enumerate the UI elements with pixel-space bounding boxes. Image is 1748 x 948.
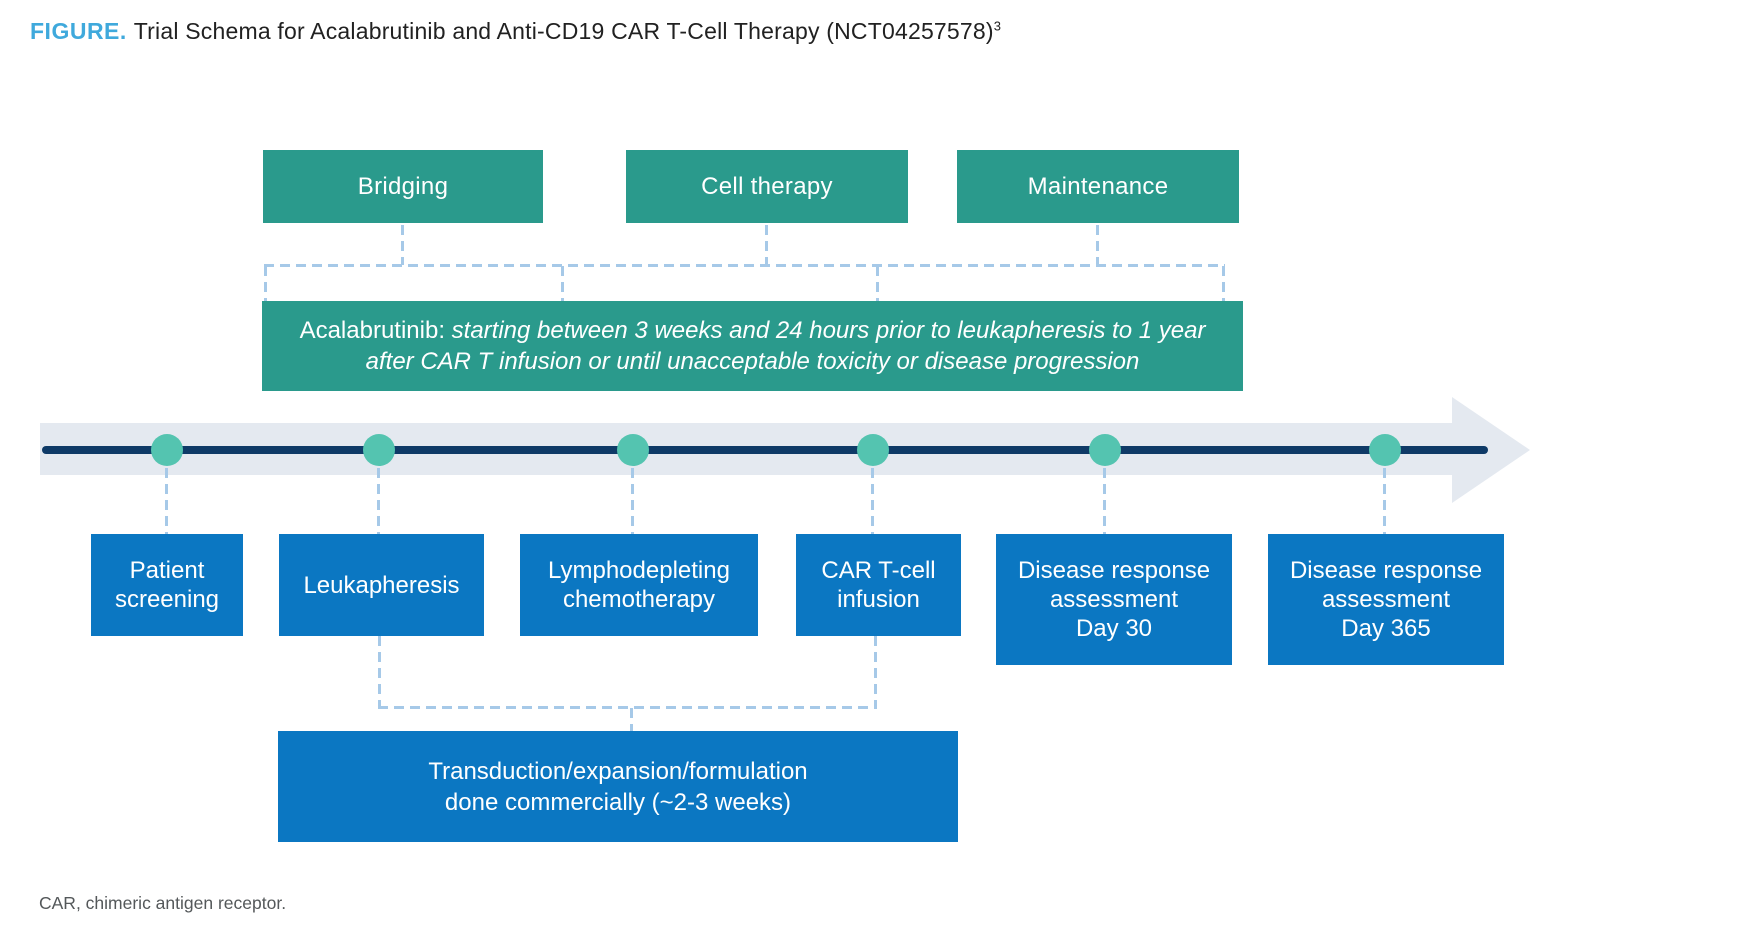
- connector-manufacturing-stub: [630, 708, 633, 732]
- figure-reference-superscript: 3: [993, 18, 1002, 34]
- acalabrutinib-dosing-box: Acalabrutinib: starting between 3 weeks …: [262, 301, 1243, 391]
- timeline-dot-patient-screening: [151, 434, 183, 466]
- acalabrutinib-dosing-text: Acalabrutinib: starting between 3 weeks …: [262, 315, 1243, 377]
- manufacturing-box: Transduction/expansion/formulation done …: [278, 731, 958, 842]
- timeline-dot-day-365: [1369, 434, 1401, 466]
- phase-label: Bridging: [357, 172, 449, 200]
- event-box-lymphodepleting-chemotherapy: Lymphodepleting chemotherapy: [520, 534, 758, 636]
- event-box-leukapheresis: Leukapheresis: [279, 534, 484, 636]
- connector-maintenance-stub: [1096, 225, 1099, 265]
- connector-infusion-down: [874, 636, 877, 708]
- timeline-dot-leukapheresis: [363, 434, 395, 466]
- footnote-abbreviation: CAR, chimeric antigen receptor.: [39, 893, 287, 913]
- connector-dot-2: [377, 468, 380, 534]
- phase-box-cell-therapy: Cell therapy: [626, 150, 908, 223]
- event-box-car-t-cell-infusion: CAR T-cell infusion: [796, 534, 961, 636]
- phase-box-maintenance: Maintenance: [957, 150, 1239, 223]
- event-box-disease-response-day-365: Disease response assessment Day 365: [1268, 534, 1504, 665]
- connector-acalabrutinib-stub-2: [561, 266, 564, 302]
- phase-label: Maintenance: [1027, 172, 1169, 200]
- acalabrutinib-prefix: Acalabrutinib:: [299, 317, 452, 344]
- event-label: Disease response assessment Day 365: [1289, 557, 1483, 642]
- acalabrutinib-detail: starting between 3 weeks and 24 hours pr…: [365, 317, 1206, 375]
- connector-acalabrutinib-stub-3: [876, 266, 879, 302]
- figure-title-text: Trial Schema for Acalabrutinib and Anti-…: [133, 18, 994, 44]
- event-box-disease-response-day-30: Disease response assessment Day 30: [996, 534, 1232, 665]
- event-box-patient-screening: Patient screening: [91, 534, 243, 636]
- figure-label: FIGURE.: [30, 18, 127, 44]
- timeline-dot-car-t-infusion: [857, 434, 889, 466]
- phase-label: Cell therapy: [701, 172, 833, 200]
- event-label: Lymphodepleting chemotherapy: [548, 557, 730, 613]
- connector-dot-4: [871, 468, 874, 534]
- timeline-dot-lymphodepleting: [617, 434, 649, 466]
- timeline-dot-day-30: [1089, 434, 1121, 466]
- figure-title: FIGURE.Trial Schema for Acalabrutinib an…: [30, 18, 1001, 45]
- phase-box-bridging: Bridging: [263, 150, 543, 223]
- connector-dot-1: [165, 468, 168, 534]
- connector-acalabrutinib-stub-1: [264, 266, 267, 302]
- event-label: Disease response assessment Day 30: [1017, 557, 1211, 642]
- connector-leukapheresis-down: [378, 636, 381, 708]
- connector-dot-3: [631, 468, 634, 534]
- connector-bridging-stub: [401, 225, 404, 265]
- event-label: CAR T-cell infusion: [821, 557, 936, 613]
- connector-dot-5: [1103, 468, 1106, 534]
- connector-manufacturing-horizontal: [378, 706, 877, 709]
- event-label: Leukapheresis: [303, 571, 460, 599]
- timeline-axis-line: [42, 446, 1488, 454]
- manufacturing-label: Transduction/expansion/formulation done …: [428, 757, 808, 816]
- connector-phases-horizontal: [264, 264, 1225, 267]
- connector-dot-6: [1383, 468, 1386, 534]
- event-label: Patient screening: [114, 557, 220, 613]
- connector-acalabrutinib-stub-4: [1222, 266, 1225, 302]
- connector-cell-therapy-stub: [765, 225, 768, 265]
